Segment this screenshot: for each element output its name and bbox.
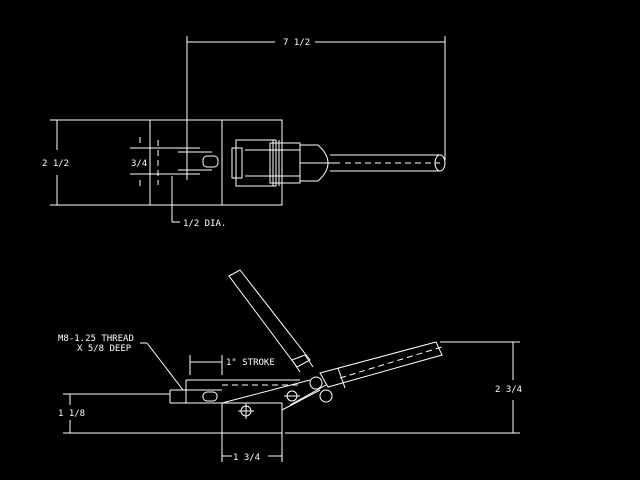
dim-top-height: 2 1/2 bbox=[42, 119, 150, 206]
dim-text-stroke: 1" STROKE bbox=[226, 358, 275, 368]
dim-base-width: 1 3/4 bbox=[221, 433, 283, 463]
dim-side-height: 2 3/4 bbox=[285, 341, 522, 434]
dim-text-overall-length: 7 1/2 bbox=[283, 38, 310, 48]
thread-callout: M8-1.25 THREAD X 5/8 DEEP bbox=[58, 334, 184, 391]
dim-stroke: 1" STROKE bbox=[189, 355, 275, 375]
dim-overall-length: 7 1/2 bbox=[186, 36, 446, 180]
dim-text-top-height: 2 1/2 bbox=[42, 159, 69, 169]
thread-text-line1: M8-1.25 THREAD bbox=[58, 334, 134, 344]
dim-text-base-height: 1 1/8 bbox=[58, 409, 85, 419]
thread-text-line2: X 5/8 DEEP bbox=[77, 344, 132, 354]
top-linkage bbox=[231, 139, 340, 187]
top-plunger: 1/2 DIA. bbox=[157, 140, 226, 229]
side-base-block bbox=[221, 402, 283, 434]
top-view: 7 1/2 2 1/2 3/4 bbox=[42, 36, 446, 229]
side-view: M8-1.25 THREAD X 5/8 DEEP 1" STROKE bbox=[58, 269, 522, 463]
side-plunger bbox=[169, 379, 300, 404]
dim-base-height: 1 1/8 bbox=[58, 393, 222, 434]
dim-text-plunger-dia: 1/2 DIA. bbox=[183, 219, 226, 229]
dim-plunger-width: 3/4 bbox=[130, 137, 200, 186]
top-body-block bbox=[149, 119, 223, 206]
dim-text-plunger-width: 3/4 bbox=[131, 159, 147, 169]
top-handle bbox=[330, 154, 446, 172]
side-handle-closed bbox=[319, 341, 446, 389]
dim-text-base-width: 1 3/4 bbox=[233, 453, 260, 463]
side-handle-open bbox=[228, 269, 314, 373]
dim-text-side-height: 2 3/4 bbox=[495, 385, 522, 395]
top-base-plate bbox=[221, 119, 283, 206]
side-linkage bbox=[221, 376, 333, 419]
